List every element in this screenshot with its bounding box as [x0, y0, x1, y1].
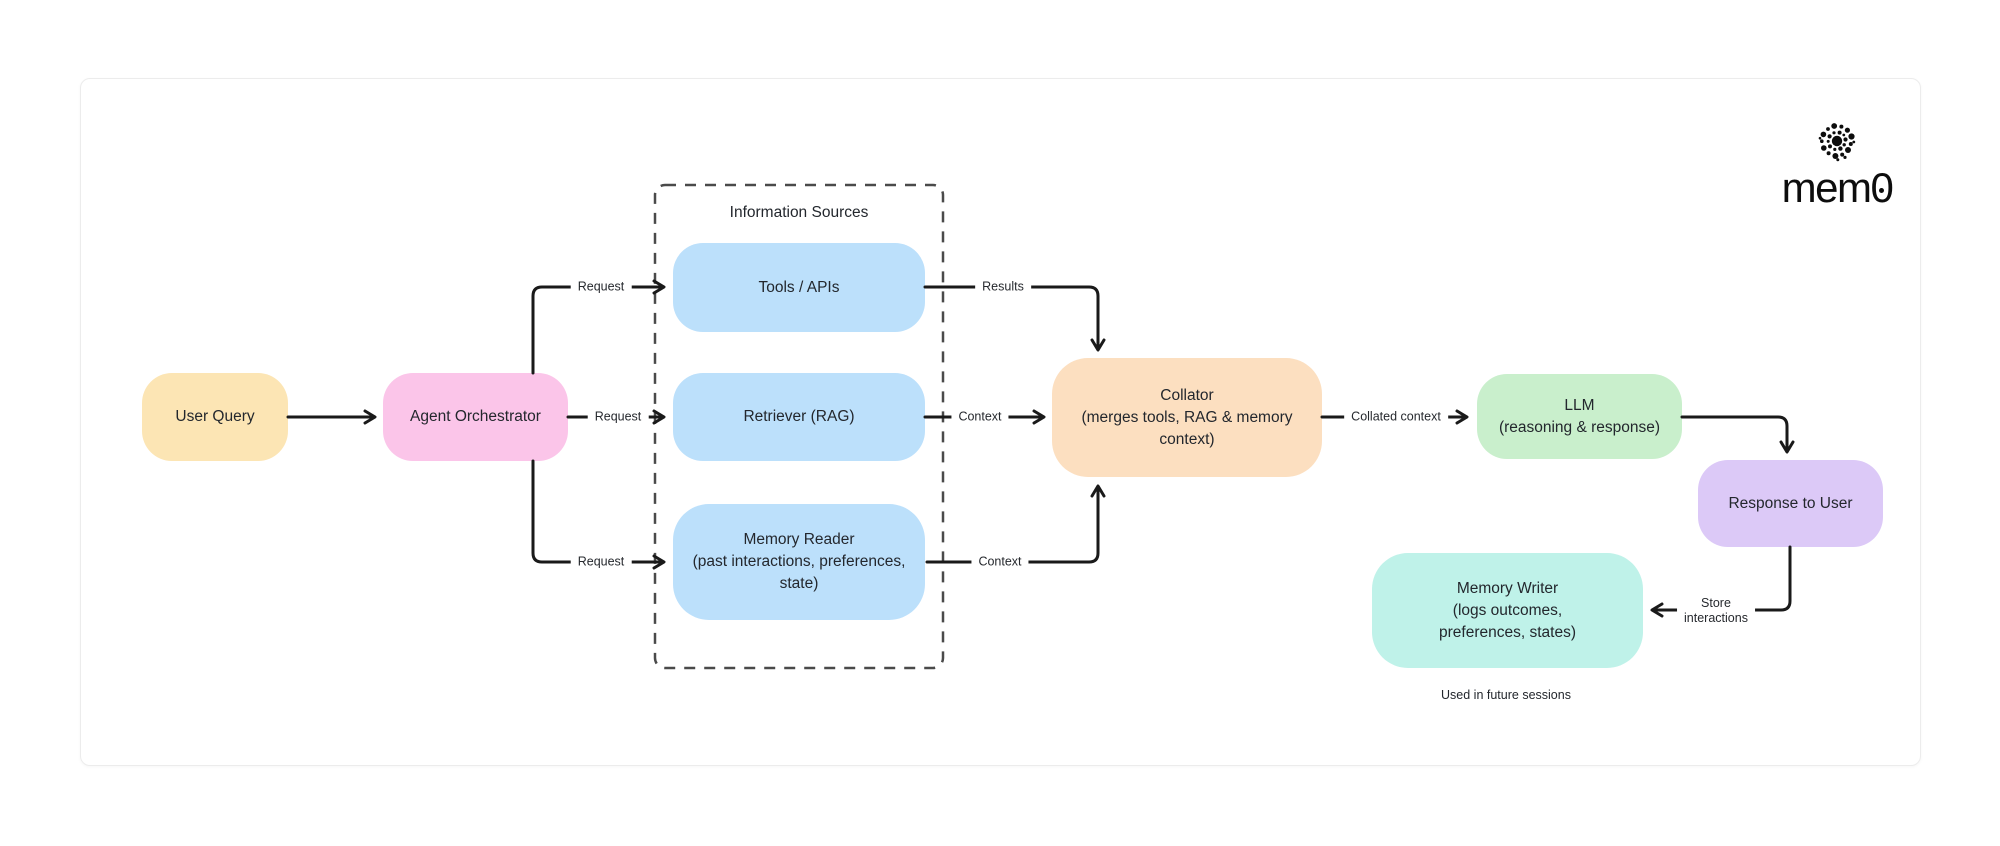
edge-label-context-rag: Context: [951, 408, 1009, 426]
node-tools-apis-label: Tools / APIs: [758, 278, 840, 296]
edge-label-request-retriever: Request: [587, 408, 649, 426]
edge-label-store-interactions: Store interactions: [1677, 595, 1755, 627]
node-tools-apis: Tools / APIs: [673, 243, 925, 332]
node-memory-writer: Memory Writer (logs outcomes, preference…: [1372, 553, 1643, 668]
edge-label-request-memory: Request: [570, 553, 632, 571]
node-retriever: Retriever (RAG): [673, 373, 925, 461]
node-user-query-label: User Query: [175, 408, 255, 425]
edge-label-request-tools: Request: [570, 278, 632, 296]
node-retriever-label: Retriever (RAG): [743, 408, 855, 425]
node-response-to-user: Response to User: [1698, 460, 1883, 547]
future-sessions-note: Used in future sessions: [1441, 688, 1571, 702]
information-sources-title: Information Sources: [729, 204, 869, 221]
mem0-logo-zero-dot: [1879, 187, 1885, 193]
mem0-logo-text-zero: 0: [1870, 164, 1893, 211]
mem0-logo-text: mem0: [1770, 166, 1904, 210]
mem0-logo-icon: [1818, 123, 1856, 162]
node-memory-writer-label: Memory Writer (logs outcomes, preference…: [1439, 579, 1576, 641]
mem0-logo-text-mem: mem: [1781, 164, 1872, 211]
edge-label-context-memory: Context: [971, 553, 1029, 571]
node-response-to-user-label: Response to User: [1728, 494, 1853, 512]
node-agent-orchestrator: Agent Orchestrator: [383, 373, 568, 461]
node-llm: LLM (reasoning & response): [1477, 374, 1682, 459]
node-llm-label: LLM (reasoning & response): [1498, 396, 1661, 436]
node-collator: Collator (merges tools, RAG & memory con…: [1052, 358, 1322, 477]
node-memory-reader: Memory Reader (past interactions, prefer…: [673, 504, 925, 620]
edge-label-results: Results: [975, 278, 1031, 296]
node-collator-label: Collator (merges tools, RAG & memory con…: [1081, 386, 1293, 448]
node-memory-reader-label: Memory Reader (past interactions, prefer…: [692, 531, 906, 592]
edge-label-collated-context: Collated context: [1344, 408, 1448, 426]
node-user-query: User Query: [142, 373, 288, 461]
node-agent-orchestrator-label: Agent Orchestrator: [410, 408, 541, 425]
mem0-logo: mem0: [1770, 118, 1904, 210]
